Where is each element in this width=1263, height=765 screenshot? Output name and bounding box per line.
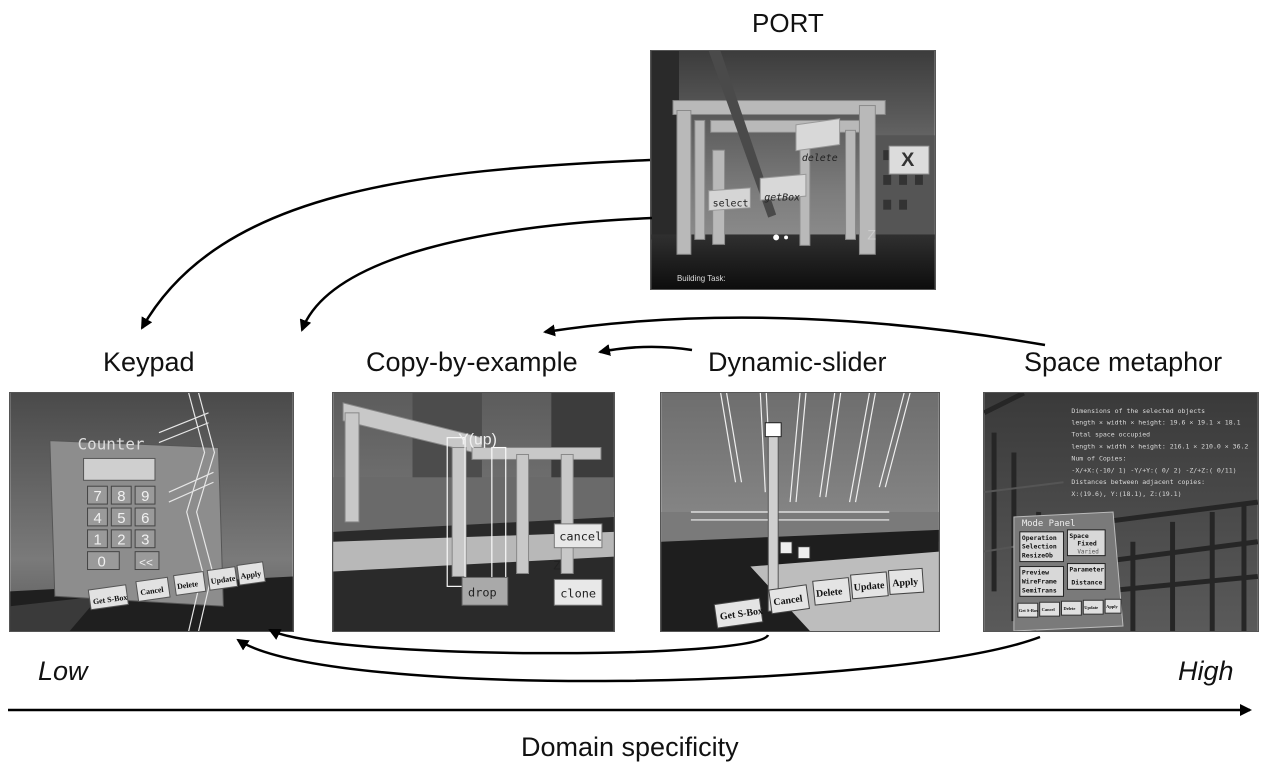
key-3[interactable]: 3	[141, 533, 149, 549]
keypad-update-button[interactable]: Update	[210, 574, 236, 586]
space-delete-button[interactable]: Delete	[1063, 606, 1075, 611]
preview-wireframe-option[interactable]: WireFrame	[1022, 577, 1057, 585]
svg-text:length × width × height: 216.1: length × width × height: 216.1 × 210.0 ×…	[1071, 443, 1248, 451]
copy-cancel-button[interactable]: cancel	[559, 530, 602, 544]
copy-drop-button[interactable]: drop	[468, 585, 497, 599]
mode-selection-option[interactable]: Selection	[1022, 543, 1057, 551]
key-4[interactable]: 4	[93, 511, 101, 527]
port-z-axis-label: Z	[867, 226, 876, 242]
arrow-port-to-copy	[299, 216, 653, 332]
keypad-button-row: Get S-Box Cancel Delete Update Apply	[87, 561, 266, 611]
key-7[interactable]: 7	[93, 489, 101, 505]
copy-clone-button[interactable]: clone	[560, 586, 596, 600]
space-apply-button[interactable]: Apply	[1106, 604, 1118, 609]
port-delete-label: delete	[802, 153, 838, 164]
port-select-label: select	[713, 199, 749, 210]
svg-text:length × width × height: 19.6: length × width × height: 19.6 × 19.1 × 1…	[1071, 419, 1240, 427]
key-9[interactable]: 9	[141, 489, 149, 505]
key-5[interactable]: 5	[117, 511, 125, 527]
key-backspace[interactable]: <<	[139, 556, 153, 570]
port-getbox-label: getBox	[764, 193, 800, 204]
arrow-space-to-keypad	[236, 635, 1041, 683]
axis-low-label: Low	[38, 656, 88, 686]
svg-text:Dimensions of the selected obj: Dimensions of the selected objects	[1071, 407, 1205, 415]
slider-button-row: Get S-Box Cancel Delete Update Apply	[713, 567, 925, 629]
port-screenshot: select delete getBox X Z Building Task:	[650, 50, 936, 290]
preview-semitrans-option[interactable]: SemiTrans	[1022, 586, 1057, 594]
svg-text:Total space occupied: Total space occupied	[1071, 431, 1150, 439]
port-close-icon: X	[901, 149, 915, 171]
space-varied-option[interactable]: Varied	[1077, 549, 1099, 556]
space-metaphor-title: Space metaphor	[1024, 347, 1223, 377]
arrow-slider-to-keypad	[268, 628, 770, 655]
keypad-title: Keypad	[103, 347, 195, 377]
slider-update-button[interactable]: Update	[853, 580, 885, 594]
arrow-port-to-keypad	[140, 158, 651, 330]
svg-text:Space: Space	[1069, 532, 1089, 540]
axis-title: Domain specificity	[521, 732, 739, 762]
space-cancel-button[interactable]: Cancel	[1042, 607, 1056, 612]
key-6[interactable]: 6	[141, 511, 149, 527]
mode-resize-option[interactable]: ResizeOb	[1022, 552, 1053, 560]
keypad-delete-button[interactable]: Delete	[176, 579, 199, 591]
copy-by-example-title: Copy-by-example	[366, 347, 578, 377]
port-title: PORT	[752, 8, 824, 38]
slider-delete-button[interactable]: Delete	[816, 586, 844, 600]
svg-text:Operation: Operation	[1022, 534, 1057, 542]
key-0[interactable]: 0	[97, 555, 105, 571]
mode-panel-title: Mode Panel	[1022, 519, 1076, 529]
svg-text:Parameter: Parameter	[1069, 566, 1104, 574]
dynamic-slider-screenshot: Get S-Box Cancel Delete Update Apply	[660, 392, 940, 632]
key-2[interactable]: 2	[117, 533, 125, 549]
copy-yup-label: Y(up)	[458, 432, 497, 449]
svg-text:Preview: Preview	[1022, 568, 1049, 576]
keypad-apply-button[interactable]: Apply	[240, 569, 262, 581]
axis-high-label: High	[1178, 656, 1234, 686]
parameter-distance-option[interactable]: Distance	[1071, 578, 1102, 586]
space-fixed-option[interactable]: Fixed	[1077, 540, 1097, 548]
space-metaphor-screenshot: Dimensions of the selected objects lengt…	[983, 392, 1259, 632]
copy-z-label: Z	[553, 559, 560, 573]
copy-by-example-screenshot: Y(up) Z cancel clone drop	[332, 392, 615, 632]
port-status-text: Building Task:	[677, 274, 726, 283]
keypad-cancel-button[interactable]: Cancel	[140, 585, 165, 597]
keypad-counter-label: Counter	[78, 435, 145, 454]
svg-text:Num of Copies:: Num of Copies:	[1071, 454, 1126, 462]
slider-apply-button[interactable]: Apply	[892, 577, 919, 590]
dynamic-slider-title: Dynamic-slider	[708, 347, 887, 377]
arrow-slider-to-copy	[598, 344, 693, 356]
keypad-screenshot: Counter 7 8 9 4 5 6 1 2 3 0 << Get S-Box…	[9, 392, 294, 632]
svg-text:X:(19.6), Y:(18.1), Z:(19.1): X:(19.6), Y:(18.1), Z:(19.1)	[1071, 490, 1181, 498]
space-info-text: Dimensions of the selected objects lengt…	[1071, 407, 1248, 498]
slider-cancel-button[interactable]: Cancel	[773, 593, 804, 608]
keypad-keys: 7 8 9 4 5 6 1 2 3 0 <<	[87, 485, 160, 571]
key-8[interactable]: 8	[117, 489, 125, 505]
arrow-space-to-copy	[543, 316, 1046, 347]
space-update-button[interactable]: Update	[1084, 605, 1098, 610]
space-mode-panel: Mode Panel Operation Selection ResizeOb …	[1013, 511, 1124, 631]
svg-text:-X/+X:(-10/ 1) -Y/+Y:( 0/ 2) -: -X/+X:(-10/ 1) -Y/+Y:( 0/ 2) -Z/+Z:( 0/1…	[1071, 466, 1236, 474]
svg-text:Distances between adjacent cop: Distances between adjacent copies:	[1071, 478, 1205, 486]
key-1[interactable]: 1	[93, 533, 101, 549]
space-get-sbox-button[interactable]: Get S-Box	[1019, 608, 1039, 613]
